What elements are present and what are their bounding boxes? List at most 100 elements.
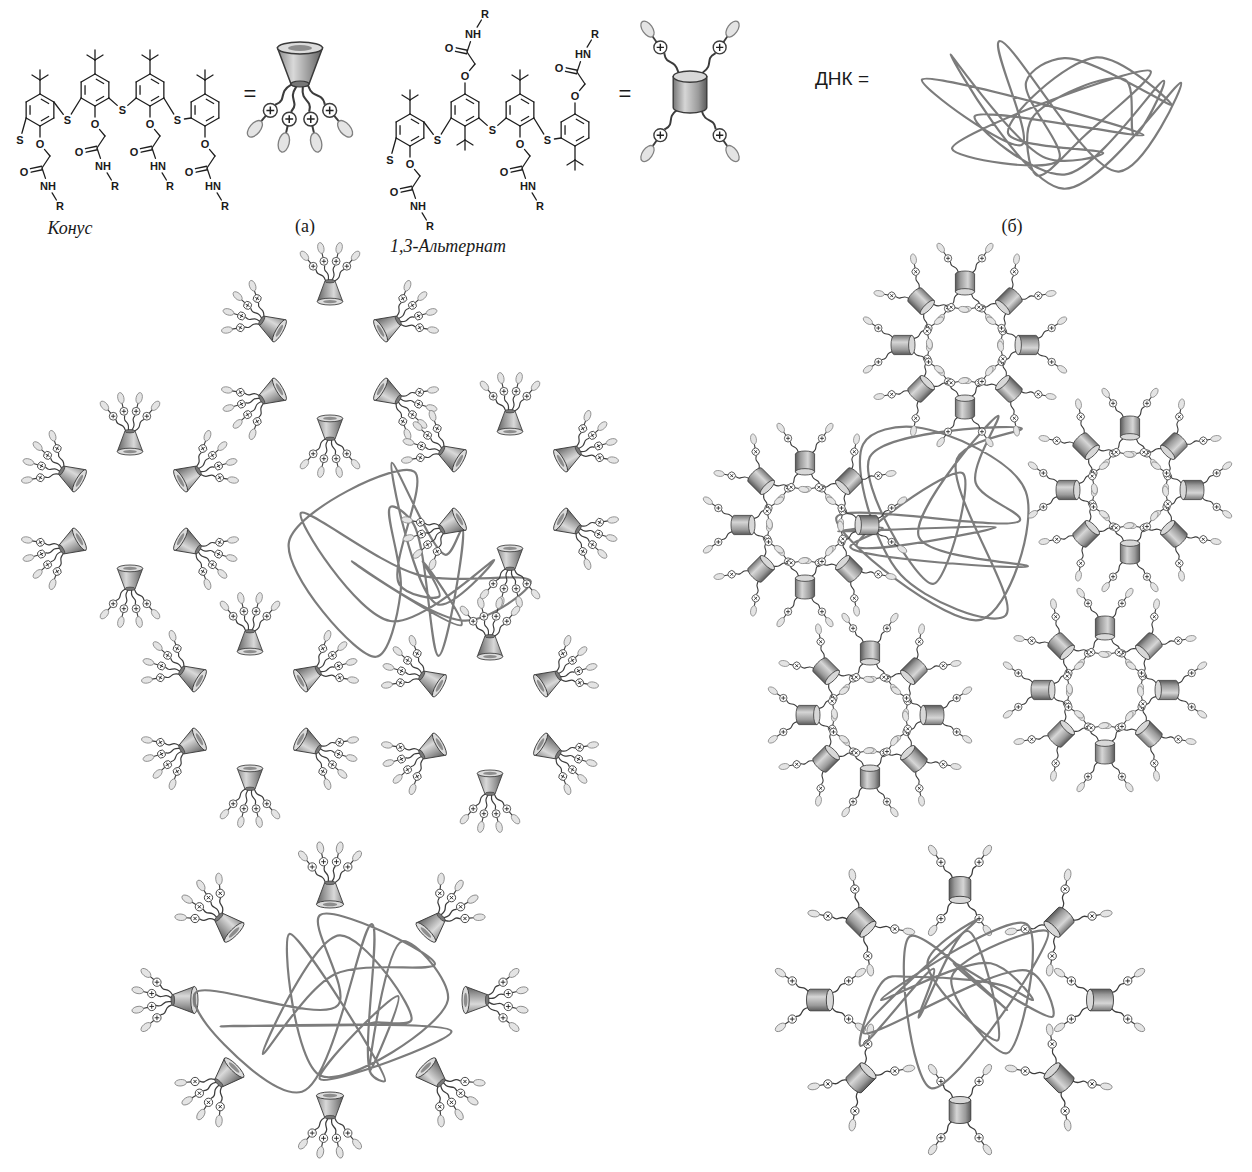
plus-sign	[149, 1004, 154, 1009]
tail-head	[778, 763, 789, 770]
cylinder-body	[811, 656, 839, 684]
linker-chain	[514, 399, 524, 411]
charge-circle	[887, 290, 897, 300]
plus-sign	[939, 1135, 944, 1140]
cone-rim	[394, 315, 402, 326]
charge-circle	[412, 648, 423, 659]
linker-chain	[425, 517, 440, 531]
cone-cavity	[195, 732, 205, 745]
tail-head	[958, 306, 969, 313]
linker-chain	[896, 291, 910, 305]
charge-circle	[213, 549, 224, 560]
linker-chain	[576, 531, 591, 541]
charge-circle	[459, 1076, 471, 1088]
cone-rim	[291, 668, 310, 693]
charge-circle	[827, 696, 837, 706]
plus-sign	[217, 475, 223, 481]
charge-circle	[914, 783, 924, 793]
plus-sign	[1176, 560, 1182, 566]
linker-chain	[196, 551, 211, 561]
cone-cavity	[323, 417, 337, 420]
tail-head	[767, 734, 779, 745]
charge-circle	[1015, 703, 1022, 710]
plus-sign	[165, 652, 171, 658]
cone-cavity	[228, 1061, 241, 1074]
cone-rim	[317, 415, 343, 422]
plus-sign	[1062, 886, 1069, 893]
plus-sign	[589, 542, 595, 548]
cone-rim	[325, 881, 336, 885]
tail-head	[335, 242, 343, 254]
linker-chain	[200, 464, 215, 474]
cylinder-top	[899, 744, 917, 762]
linker-chain	[1160, 730, 1174, 744]
alternate-calixarene	[775, 545, 834, 628]
tail-head	[773, 544, 785, 555]
linker-chain	[316, 269, 326, 281]
cone-rim	[414, 920, 438, 944]
linker-chain	[944, 1121, 953, 1134]
charge-circle	[317, 766, 328, 777]
linker-chain	[444, 912, 460, 928]
linker-chain	[556, 756, 571, 766]
plus-sign	[45, 562, 51, 568]
linker-chain	[156, 995, 172, 999]
tail-head	[515, 372, 523, 384]
linker-chain	[903, 733, 917, 747]
tail-head	[48, 430, 58, 442]
tail-head	[1046, 1024, 1054, 1037]
charge-circle	[593, 529, 604, 540]
plus-sign	[417, 455, 423, 461]
plus-sign	[1022, 1068, 1029, 1075]
charge-circle	[903, 694, 910, 701]
plus-sign	[1140, 701, 1146, 707]
tail-head	[927, 924, 939, 937]
plus-sign	[596, 531, 602, 537]
linker-chain	[751, 456, 765, 470]
charge-circle	[786, 558, 796, 568]
plus-sign	[1145, 401, 1149, 405]
cone-rim	[237, 765, 263, 772]
linker-chain	[1111, 607, 1119, 619]
cone-calixarene	[219, 765, 282, 828]
charge-circle	[252, 293, 263, 304]
plus-sign	[794, 761, 800, 767]
alternate-calixarene	[798, 518, 899, 619]
linker-chain	[876, 787, 884, 799]
linker-chain	[1136, 530, 1144, 542]
plus-sign	[1120, 724, 1124, 728]
plus-sign	[788, 484, 794, 490]
plus-sign	[913, 269, 919, 275]
tail-head	[840, 806, 851, 818]
charge-circle	[109, 600, 117, 608]
plus-sign	[398, 668, 404, 674]
linker-chain	[1037, 351, 1049, 359]
charge-circle	[1163, 499, 1173, 509]
linker-chain	[1170, 475, 1182, 483]
tail-head	[316, 1146, 325, 1159]
charge-circle	[792, 660, 802, 670]
tail-head	[408, 635, 418, 647]
tail-head	[902, 711, 909, 722]
cone-rim	[314, 744, 322, 755]
tail-head	[824, 545, 835, 557]
tail-head	[99, 400, 111, 412]
plus-sign	[851, 595, 857, 601]
plus-sign	[1050, 360, 1054, 364]
tail-head	[175, 914, 187, 921]
cylinder-top	[758, 478, 776, 496]
linker-chain	[967, 902, 976, 915]
cone-rim	[450, 506, 469, 531]
tail-head	[585, 662, 597, 671]
plus-sign	[405, 767, 411, 773]
tail-head	[1013, 425, 1020, 436]
charge-circle	[36, 549, 47, 560]
charge-circle	[189, 1076, 201, 1088]
linker-chain	[254, 789, 264, 801]
linker-chain	[823, 683, 837, 697]
linker-chain	[54, 453, 69, 467]
cone-rim	[505, 567, 515, 570]
charge-circle	[414, 322, 425, 333]
tail-head	[1133, 967, 1146, 979]
plus-sign	[448, 1099, 455, 1106]
